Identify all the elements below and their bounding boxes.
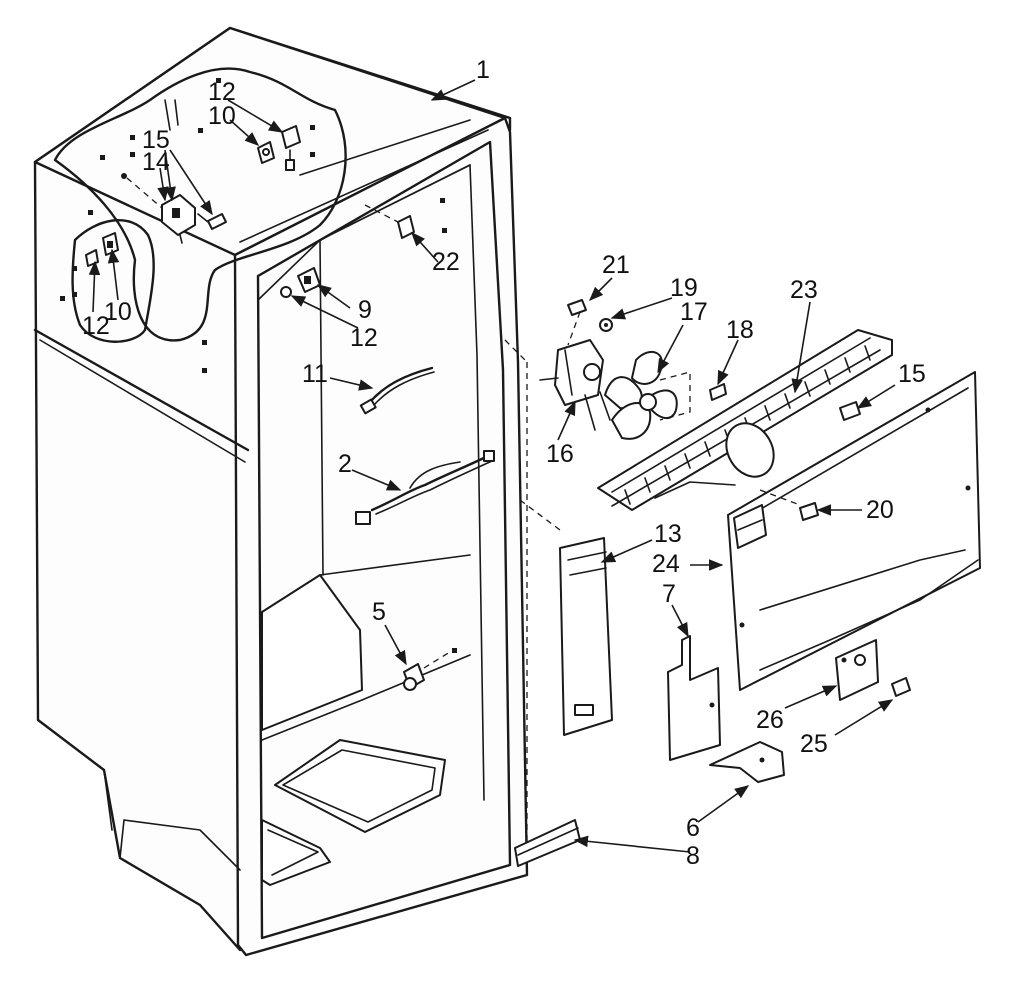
part-25-screw xyxy=(891,677,911,697)
part-11-sensor-lead xyxy=(359,366,435,415)
part-5-light-socket xyxy=(403,651,451,691)
callout-8: 8 xyxy=(686,842,700,870)
cabinet-liner xyxy=(33,26,561,957)
callout-10-lower: 10 xyxy=(104,298,132,326)
callout-13: 13 xyxy=(654,520,682,548)
liner-cutaway-upper xyxy=(53,67,347,342)
part-24-panel xyxy=(727,371,981,691)
callout-11: 11 xyxy=(302,360,328,388)
callout-15-panel: 15 xyxy=(898,360,926,388)
part-16-fan-motor xyxy=(539,339,611,431)
callout-2: 2 xyxy=(338,450,352,478)
callout-5: 5 xyxy=(372,598,386,626)
callout-12-lower: 12 xyxy=(82,312,110,340)
callout-16: 16 xyxy=(546,440,574,468)
callout-labels: 1 12 10 15 14 22 9 12 12 10 11 2 5 21 19… xyxy=(82,56,926,870)
part-15-screw-panel xyxy=(839,401,861,421)
callout-12-mid: 12 xyxy=(350,324,378,352)
callout-20: 20 xyxy=(866,496,894,524)
part-7-plate xyxy=(667,635,721,761)
callout-10-upper: 10 xyxy=(208,102,236,130)
callout-19: 19 xyxy=(670,274,698,302)
part-17-fan-blade xyxy=(604,350,691,440)
part-2-wire-harness xyxy=(355,450,495,525)
part-10-clip-upper xyxy=(257,141,275,164)
part-12-clip-upper xyxy=(281,125,301,171)
callout-12-upper: 12 xyxy=(208,78,236,106)
leader-lines xyxy=(88,79,896,853)
part-14-switch xyxy=(121,173,196,244)
liner-cutaway-lower xyxy=(71,219,155,343)
part-23-air-duct xyxy=(597,329,893,511)
part-19-grommet xyxy=(599,318,613,332)
part-10-clip-lower xyxy=(102,232,119,256)
callout-24: 24 xyxy=(652,550,680,578)
callout-7: 7 xyxy=(662,580,676,608)
callout-6: 6 xyxy=(686,814,700,842)
part-21-screw xyxy=(567,299,587,346)
callout-26: 26 xyxy=(756,706,784,734)
part-15-screw-upper xyxy=(197,213,227,230)
callout-25: 25 xyxy=(800,730,828,758)
callout-22: 22 xyxy=(432,248,460,276)
callout-18: 18 xyxy=(726,316,754,344)
part-13-channel xyxy=(559,537,613,736)
part-6-bracket xyxy=(709,741,785,783)
callout-14: 14 xyxy=(142,148,170,176)
callout-15-upper: 15 xyxy=(142,126,170,154)
callout-17: 17 xyxy=(680,298,708,326)
part-26-bracket xyxy=(835,639,879,701)
callout-23: 23 xyxy=(790,276,818,304)
callout-21: 21 xyxy=(602,251,630,279)
callout-9: 9 xyxy=(358,296,372,324)
part-18-screw xyxy=(709,383,727,401)
callout-1: 1 xyxy=(476,56,490,84)
